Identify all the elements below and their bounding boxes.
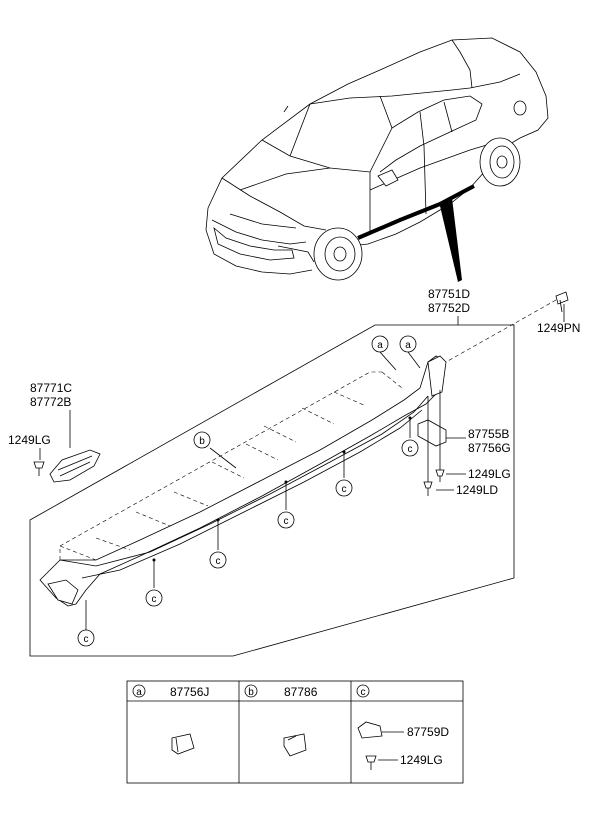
- rear-garnish-part: [417, 419, 447, 447]
- front-screw-part: [33, 461, 45, 476]
- label-87751d: 87751D: [428, 287, 470, 301]
- label-87752d: 87752D: [428, 301, 470, 315]
- clip-markers: [152, 416, 412, 562]
- screw-c-icon: [365, 755, 377, 763]
- callout-c-4-label: c: [284, 516, 289, 527]
- legend-a-part: 87756J: [170, 685, 209, 699]
- callout-c-1: c: [77, 629, 95, 647]
- car-illustration: [205, 37, 549, 282]
- legend-b-part: 87786: [284, 685, 318, 699]
- callout-c-3: c: [209, 551, 227, 569]
- legend-table: [126, 680, 464, 784]
- legend-col-c: c 87759D 1249LG: [356, 684, 449, 770]
- clip-b-icon: [283, 733, 307, 757]
- label-87756g: 87756G: [468, 441, 511, 455]
- clip-a-icon: [171, 733, 195, 755]
- rear-screw-1249lg: [435, 390, 445, 482]
- callout-c-2: c: [145, 589, 163, 607]
- label-87772b: 87772B: [30, 395, 71, 409]
- callout-c-3-label: c: [216, 556, 221, 567]
- side-sill-molding: [39, 355, 447, 607]
- front-garnish-part: [49, 449, 101, 483]
- callout-c-5: c: [335, 479, 353, 497]
- legend-b-letter: b: [248, 687, 254, 698]
- callout-c-1-label: c: [84, 634, 89, 645]
- label-1249lg-front: 1249LG: [8, 433, 51, 447]
- clip-callouts: [85, 351, 421, 630]
- assembly-frame: [29, 324, 515, 657]
- legend-c-part-2: 1249LG: [400, 753, 443, 767]
- callout-a-2: a: [399, 335, 417, 353]
- label-1249ld: 1249LD: [456, 483, 498, 497]
- callout-a-2-label: a: [405, 340, 411, 351]
- label-87755b: 87755B: [468, 427, 509, 441]
- clip-c-icon: [357, 721, 383, 739]
- screw-1249pn: [445, 291, 569, 363]
- legend-col-a: a 87756J: [132, 684, 209, 755]
- callout-c-5-label: c: [342, 484, 347, 495]
- callout-c-2-label: c: [152, 594, 157, 605]
- legend-a-letter: a: [136, 687, 142, 698]
- label-1249pn: 1249PN: [537, 321, 580, 335]
- callout-c-4: c: [277, 511, 295, 529]
- label-87771c: 87771C: [30, 381, 72, 395]
- callout-a-1-label: a: [377, 340, 383, 351]
- legend-c-part-1: 87759D: [407, 725, 449, 739]
- callout-a-1: a: [371, 335, 389, 353]
- rear-screw-1249ld: [423, 396, 433, 496]
- legend-col-b: b 87786: [244, 684, 318, 757]
- callout-b-label: b: [199, 436, 205, 447]
- callout-c-6-label: c: [408, 444, 413, 455]
- legend-c-letter: c: [361, 687, 366, 698]
- callout-b: b: [193, 431, 211, 449]
- callout-c-6: c: [401, 439, 419, 457]
- label-1249lg-rear: 1249LG: [468, 467, 511, 481]
